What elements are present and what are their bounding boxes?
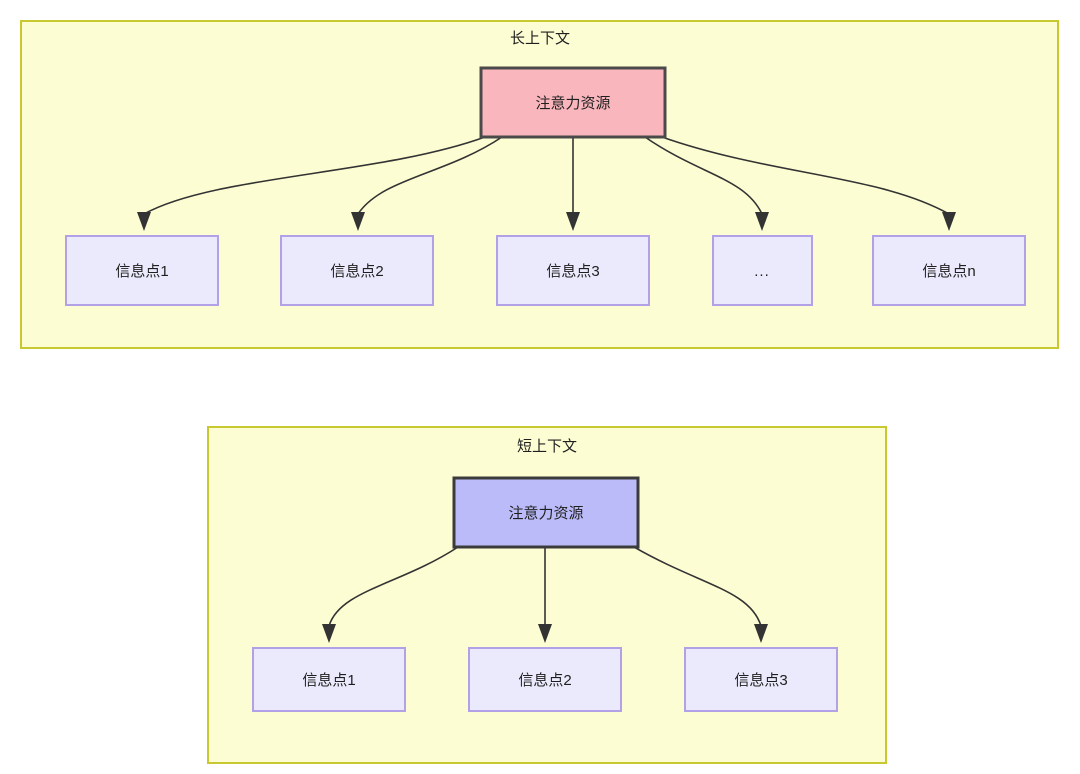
node-label-info-point-1-long: 信息点1 — [115, 263, 168, 280]
node-box-info-point-2-long[interactable] — [280, 235, 434, 306]
node-label-attention-resource-long: 注意力资源 — [535, 94, 610, 112]
edge-root-to-info-point-3-short — [633, 546, 762, 627]
arrowhead-info-point-2 — [351, 212, 365, 231]
node-info-point-2-short[interactable]: 信息点2 — [468, 647, 622, 712]
node-label-info-point-2-short: 信息点2 — [518, 672, 571, 689]
edge-root-to-info-point-n — [661, 136, 950, 215]
node-box-attention-resource-long[interactable] — [479, 66, 667, 139]
arrowhead-info-point-3-short — [754, 624, 768, 643]
node-box-info-point-3-short[interactable] — [684, 647, 838, 712]
node-info-point-3-long[interactable]: 信息点3 — [496, 235, 650, 306]
group-long-context: 长上下文 注意力资源 信息 — [20, 20, 1059, 349]
node-box-info-point-ellipsis-long[interactable] — [712, 235, 813, 306]
edge-root-to-info-point-ellipsis — [644, 136, 763, 215]
group-short-context: 短上下文 注意力资源 信息点1 信息点 — [207, 426, 887, 764]
node-attention-resource-short[interactable]: 注意力资源 — [452, 476, 640, 549]
edge-root-to-info-point-2 — [357, 136, 503, 215]
node-info-point-2-long[interactable]: 信息点2 — [280, 235, 434, 306]
node-box-info-point-3-long[interactable] — [496, 235, 650, 306]
node-info-point-ellipsis-long[interactable]: ... — [712, 235, 813, 306]
node-box-info-point-1-long[interactable] — [65, 235, 219, 306]
node-attention-resource-long[interactable]: 注意力资源 — [479, 66, 667, 139]
node-box-info-point-2-short[interactable] — [468, 647, 622, 712]
arrowhead-info-point-n — [942, 212, 956, 231]
arrowhead-info-point-1-short — [322, 624, 336, 643]
edges-short-context — [322, 546, 768, 643]
edges-long-context — [137, 136, 956, 231]
node-info-point-1-short[interactable]: 信息点1 — [252, 647, 406, 712]
node-label-info-point-ellipsis-long: ... — [754, 263, 770, 280]
node-box-info-point-n-long[interactable] — [872, 235, 1026, 306]
node-label-info-point-1-short: 信息点1 — [302, 672, 355, 689]
node-box-info-point-1-short[interactable] — [252, 647, 406, 712]
edge-root-to-info-point-1-short — [328, 546, 459, 627]
arrowhead-info-point-3 — [566, 212, 580, 231]
arrowhead-info-point-ellipsis — [755, 212, 769, 231]
node-label-info-point-2-long: 信息点2 — [330, 263, 383, 280]
group-title-short-context: 短上下文 — [517, 438, 577, 455]
arrowhead-info-point-1 — [137, 212, 151, 231]
node-info-point-n-long[interactable]: 信息点n — [872, 235, 1026, 306]
node-info-point-1-long[interactable]: 信息点1 — [65, 235, 219, 306]
node-label-attention-resource-short: 注意力资源 — [508, 504, 583, 522]
arrowhead-info-point-2-short — [538, 624, 552, 643]
node-box-attention-resource-short[interactable] — [452, 476, 640, 549]
group-title-long-context: 长上下文 — [510, 30, 570, 47]
node-label-info-point-3-short: 信息点3 — [734, 672, 787, 689]
node-label-info-point-3-long: 信息点3 — [546, 263, 599, 280]
node-label-info-point-n-long: 信息点n — [922, 263, 975, 280]
node-info-point-3-short[interactable]: 信息点3 — [684, 647, 838, 712]
edge-root-to-info-point-1 — [143, 136, 486, 215]
